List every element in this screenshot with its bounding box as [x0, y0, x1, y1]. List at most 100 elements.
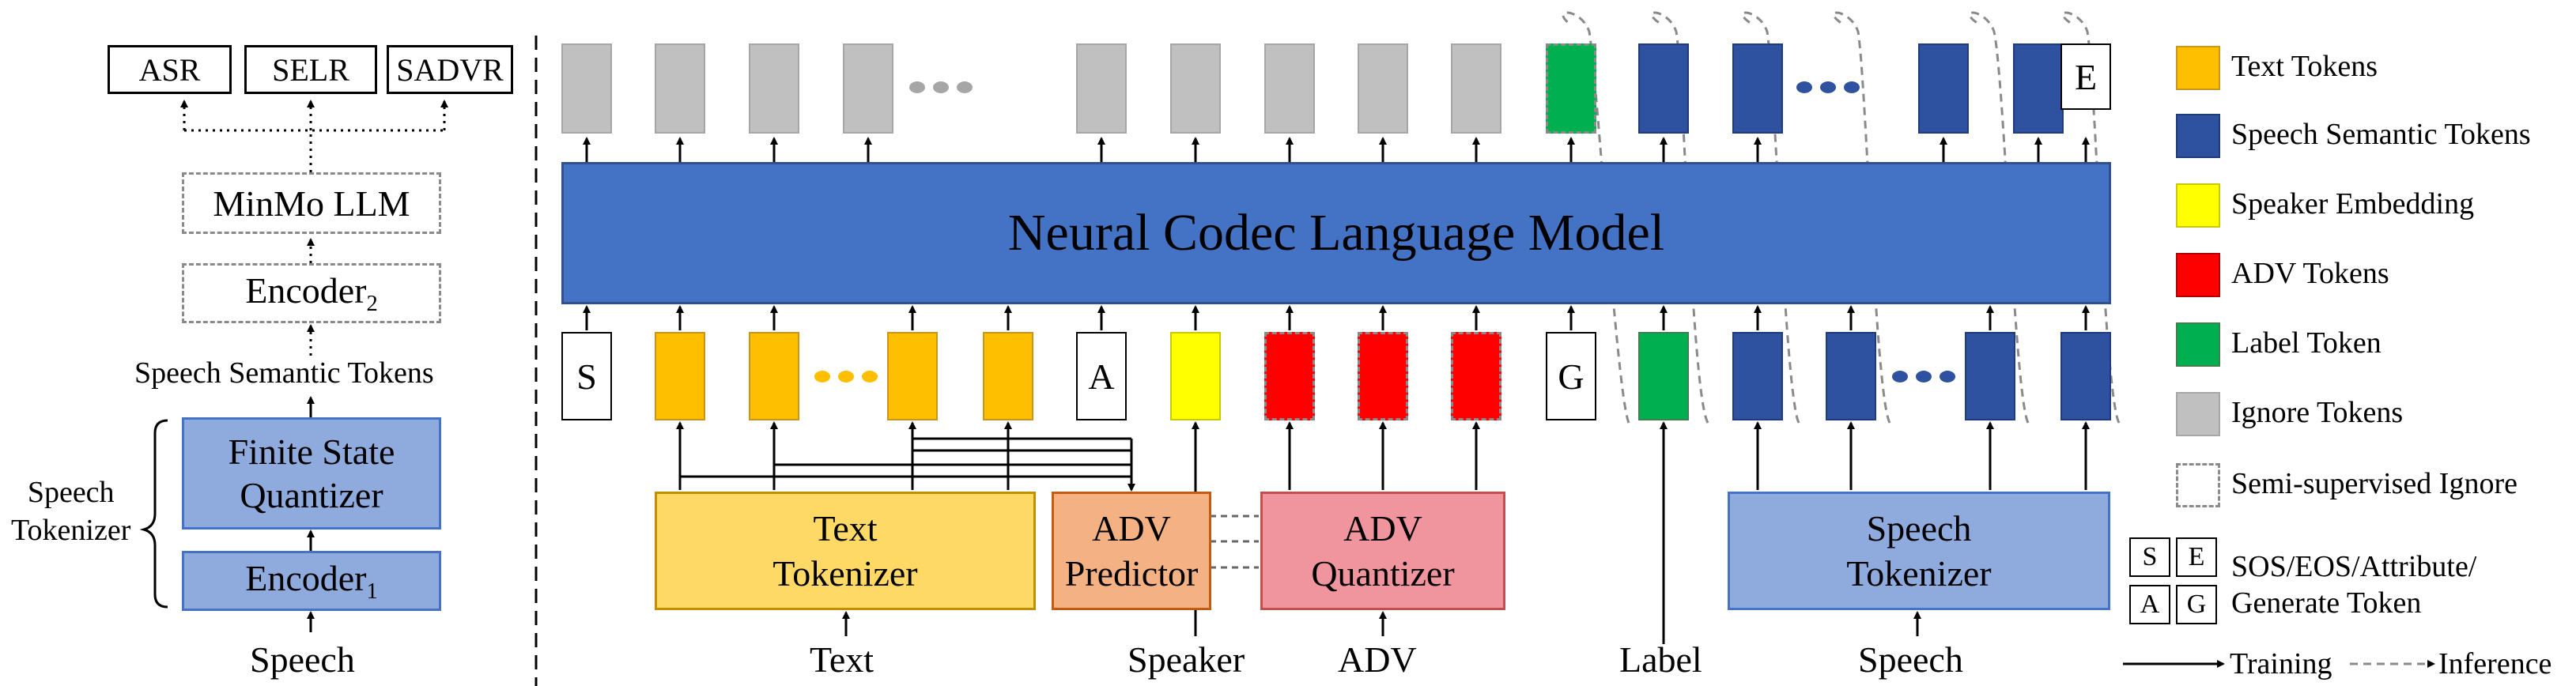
adv-predictor-box: ADV Predictor [1052, 492, 1211, 610]
text-input-label: Text [810, 639, 874, 680]
ellipsis-dot [1820, 81, 1836, 93]
output-semantic-token [2013, 43, 2064, 134]
speech-tokenizer-line1: Speech [1866, 507, 1972, 548]
generate-token-label: G [1558, 356, 1585, 397]
finite-state-quantizer-box: Finite State Quantizer [182, 417, 441, 530]
adv-quantizer-line1: ADV [1343, 507, 1422, 548]
eos-token-label: E [2074, 56, 2098, 97]
text-token [655, 332, 705, 420]
legend-swatch-adv-tokens [2176, 253, 2220, 297]
text-token [887, 332, 938, 420]
sos-token-label: S [576, 356, 597, 397]
output-label-token [1546, 43, 1596, 134]
ellipsis-dot [1940, 371, 1955, 383]
legend-attribute-box: A [2129, 585, 2170, 624]
tokenizer-brace-line2: Tokenizer [11, 513, 131, 547]
legend-special-line2: Generate Token [2231, 586, 2422, 620]
legend-label-speaker-embedding: Speaker Embedding [2231, 187, 2475, 220]
legend-label-text-tokens: Text Tokens [2231, 50, 2378, 83]
tokenizer-brace-label: Speech Tokenizer [11, 474, 130, 549]
output-ignore-token [843, 43, 893, 134]
speaker-input-label: Speaker [1127, 639, 1245, 680]
legend-special-line1: SOS/EOS/Attribute/ [2231, 550, 2477, 583]
adv-token [1451, 332, 1501, 420]
minmo-llm-label: MinMo LLM [213, 183, 410, 224]
fsq-label-line1: Finite State [228, 431, 395, 472]
tokenizer-brace [139, 419, 168, 609]
output-ignore-token [655, 43, 705, 134]
asr-label: ASR [138, 51, 201, 88]
adv-token [1264, 332, 1315, 420]
output-arrows [583, 137, 2090, 162]
output-ignore-token [1451, 43, 1501, 134]
legend-training-label: Training [2230, 647, 2332, 680]
text-tokenizer-line1: Text [813, 507, 878, 548]
legend-swatch-semantic-tokens [2176, 114, 2220, 158]
legend-attribute-label: A [2140, 590, 2160, 619]
generate-token: G [1546, 332, 1596, 420]
tokenizer-brace-line1: Speech [27, 476, 115, 509]
minmo-llm-box: MinMo LLM [182, 172, 441, 234]
adv-quantizer-line2: Quantizer [1311, 553, 1455, 594]
adv-token [1358, 332, 1408, 420]
legend-label-semi-supervised: Semi-supervised Ignore [2231, 467, 2517, 500]
legend-swatch-ignore-tokens [2176, 392, 2220, 436]
ellipsis-dot [862, 371, 878, 383]
legend-eos-label: E [2188, 542, 2205, 571]
text-tokenizer-line2: Tokenizer [772, 553, 918, 594]
ellipsis-dot [1916, 371, 1932, 383]
speech-semantic-tokens-caption: Speech Semantic Tokens [134, 356, 434, 390]
ellipsis-dot [814, 371, 830, 383]
text-tokenizer-wiring [676, 421, 1135, 492]
legend-inference-label: Inference [2438, 647, 2552, 680]
ellipsis-dot [909, 81, 925, 93]
input-semantic-token [2060, 332, 2111, 420]
legend-generate-label: G [2186, 590, 2207, 619]
model-label: Neural Codec Language Model [1007, 204, 1665, 262]
label-input-label: Label [1619, 639, 1702, 680]
speech-tokenizer-line2: Tokenizer [1846, 553, 1992, 594]
legend-swatch-text-tokens [2176, 46, 2220, 90]
speaker-embedding-token [1170, 332, 1221, 420]
output-ignore-token [1076, 43, 1127, 134]
selr-label: SELR [272, 51, 349, 88]
input-semantic-token [1732, 332, 1783, 420]
ellipsis-dot [957, 81, 973, 93]
ellipsis-dot [1844, 81, 1860, 93]
legend-eos-box: E [2176, 537, 2217, 577]
legend-sos-box: S [2129, 537, 2170, 577]
output-semantic-token [1638, 43, 1689, 134]
input-label-token [1638, 332, 1689, 420]
ellipsis-dot [838, 371, 854, 383]
sadvr-output-box: SADVR [387, 45, 513, 94]
encoder2-label: Encoder2 [245, 270, 378, 317]
legend-swatch-label-token [2176, 322, 2220, 367]
legend-generate-box: G [2176, 585, 2217, 624]
input-semantic-token [1826, 332, 1876, 420]
selr-output-box: SELR [244, 45, 377, 94]
text-token [983, 332, 1033, 420]
output-semantic-token [1732, 43, 1783, 134]
input-arrows [583, 305, 2090, 330]
legend-label-semantic-tokens: Speech Semantic Tokens [2231, 118, 2531, 151]
legend-label-adv-tokens: ADV Tokens [2231, 257, 2389, 290]
adv-quantizer-box: ADV Quantizer [1260, 492, 1505, 610]
output-ignore-token [1358, 43, 1408, 134]
ellipsis-dot [1892, 371, 1908, 383]
encoder1-box: Encoder1 [182, 551, 441, 611]
speech-tokenizer-box: Speech Tokenizer [1728, 492, 2110, 610]
input-semantic-token [1965, 332, 2015, 420]
legend-sos-label: S [2142, 542, 2158, 571]
output-ignore-token [561, 43, 612, 134]
left-speech-input-label: Speech [250, 639, 355, 680]
eos-token: E [2060, 43, 2111, 110]
output-ignore-token [1264, 43, 1315, 134]
neural-codec-language-model: Neural Codec Language Model [561, 162, 2111, 304]
output-ignore-token [1170, 43, 1221, 134]
legend-special-tokens-label: SOS/EOS/Attribute/ Generate Token [2231, 549, 2476, 621]
legend-swatch-speaker-embedding [2176, 183, 2220, 228]
text-tokenizer-box: Text Tokenizer [655, 492, 1036, 610]
adv-predictor-line2: Predictor [1064, 553, 1199, 594]
asr-output-box: ASR [108, 45, 232, 94]
sos-token: S [561, 332, 612, 420]
